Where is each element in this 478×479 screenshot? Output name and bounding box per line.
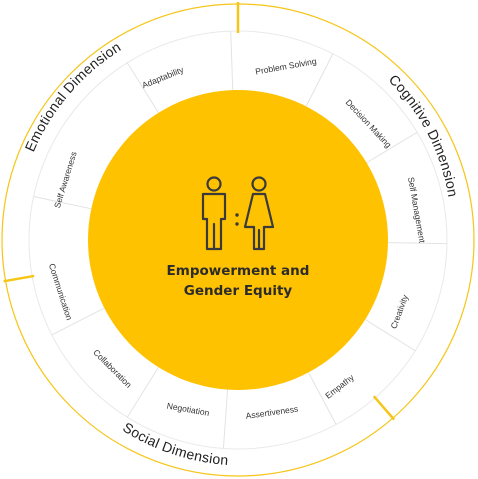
center-title-line-1: Empowerment and xyxy=(167,263,310,279)
man-woman-icon xyxy=(201,176,275,251)
segment-dividers xyxy=(33,31,447,449)
ratio-colon-icon xyxy=(235,213,239,226)
segment-divider xyxy=(305,53,334,107)
segment-divider xyxy=(230,31,234,91)
segment-divider xyxy=(51,307,105,336)
segment-divider xyxy=(364,319,416,352)
segment-divider xyxy=(222,389,229,449)
woman-icon xyxy=(243,176,275,251)
segment-divider xyxy=(33,196,92,210)
segment-divider xyxy=(126,62,159,114)
dimension-divider xyxy=(3,274,35,283)
center-circle xyxy=(88,90,388,390)
man-icon xyxy=(201,176,227,251)
segment-divider xyxy=(387,242,447,245)
segment-divider xyxy=(307,372,337,425)
center-title-line-2: Gender Equity xyxy=(184,283,293,299)
segment-divider xyxy=(126,366,159,418)
dimension-divider xyxy=(372,395,396,421)
segment-divider xyxy=(366,131,418,164)
dimension-dividers xyxy=(3,2,396,421)
